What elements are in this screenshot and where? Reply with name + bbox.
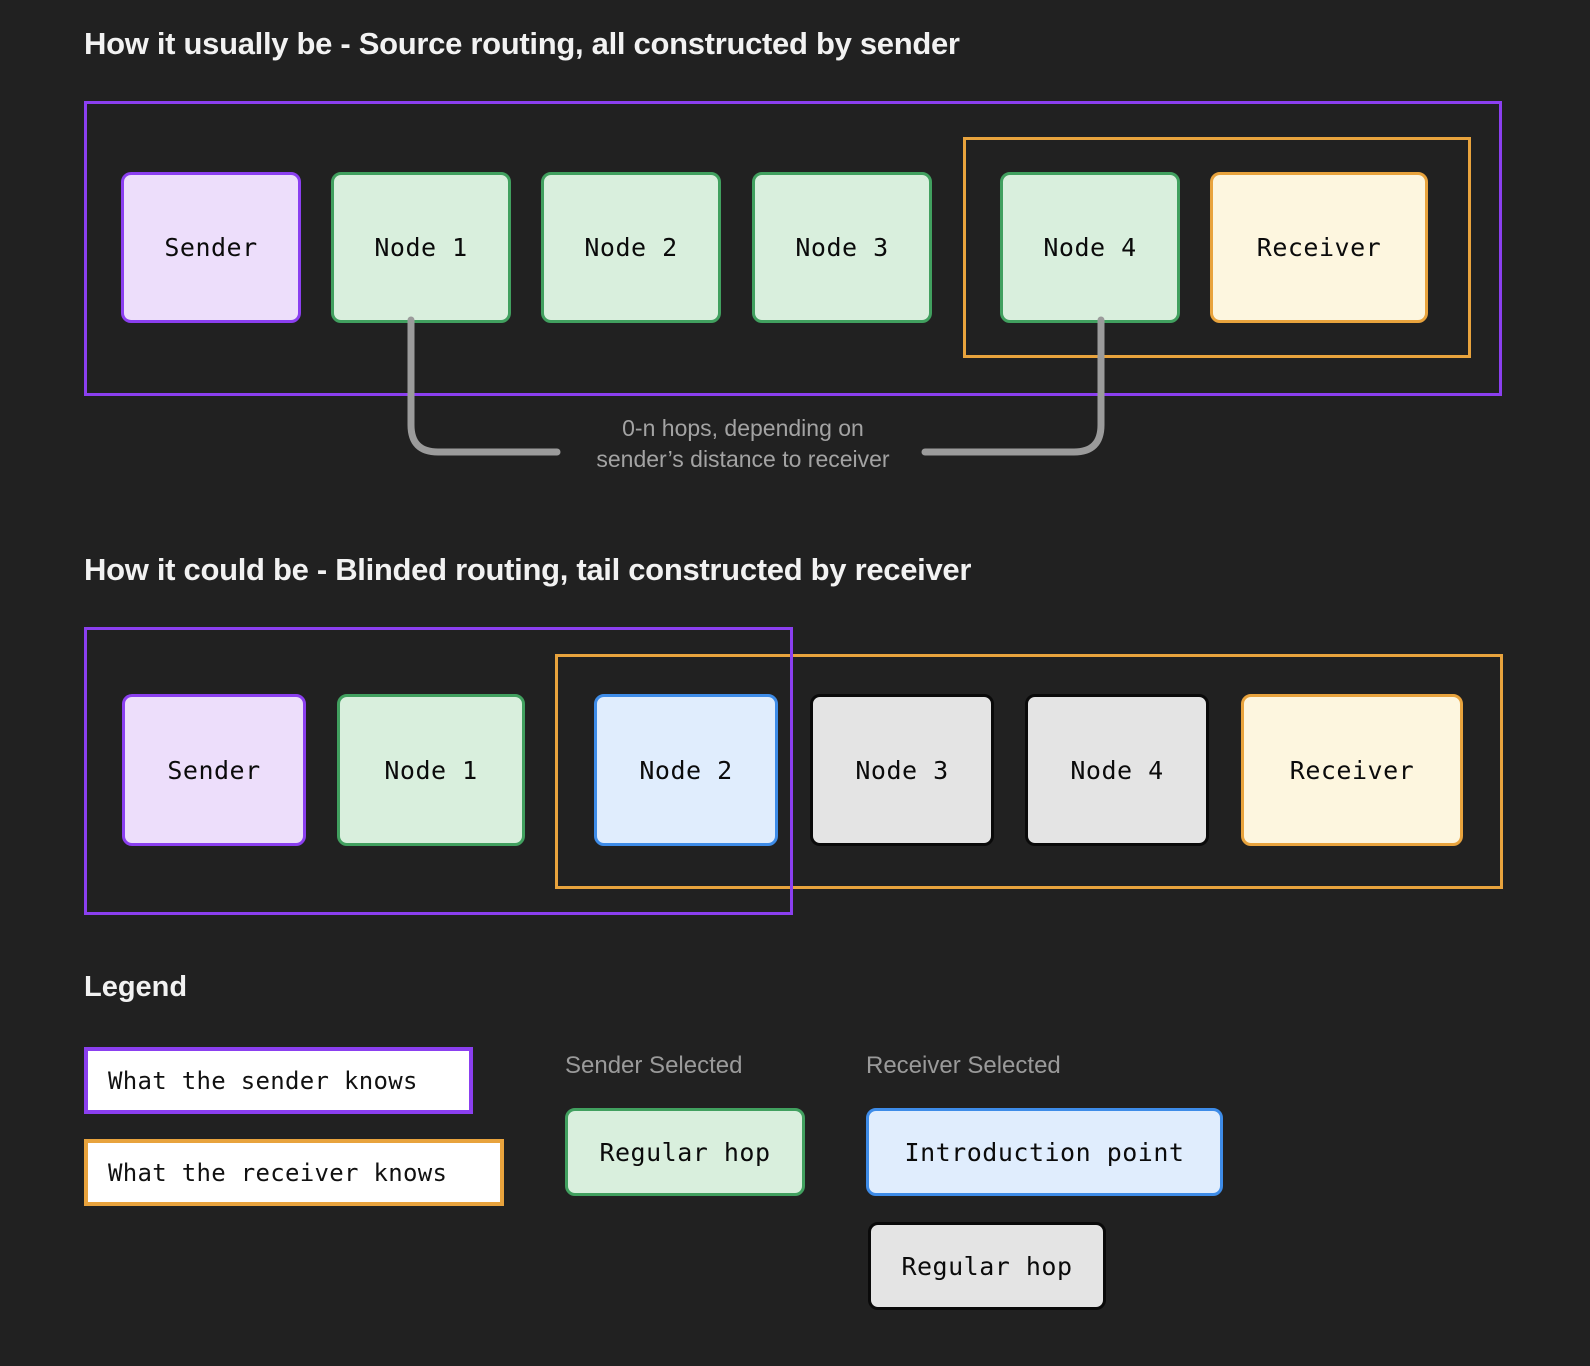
legend-chip-label: Regular hop (599, 1137, 771, 1167)
legend-column-heading-receiver: Receiver Selected (866, 1052, 1061, 1079)
legend-receiver-knows-label: What the receiver knows (108, 1158, 448, 1187)
node-label: Node 2 (639, 755, 733, 785)
section-1-title: How it usually be - Source routing, all … (84, 26, 960, 61)
node-sender-1[interactable]: Sender (121, 172, 301, 323)
node-label: Sender (167, 755, 261, 785)
section-2-title: How it could be - Blinded routing, tail … (84, 552, 972, 587)
node-label: Node 4 (1070, 755, 1164, 785)
legend-column-heading-sender: Sender Selected (565, 1052, 743, 1079)
node-node-4-b[interactable]: Node 4 (1025, 694, 1209, 846)
node-node-4-a[interactable]: Node 4 (1000, 172, 1180, 323)
node-label: Receiver (1289, 755, 1415, 785)
legend-sender-knows-label: What the sender knows (108, 1066, 418, 1095)
node-label: Sender (164, 233, 258, 262)
legend-chip-introduction-point[interactable]: Introduction point (866, 1108, 1223, 1196)
node-label: Node 3 (795, 233, 889, 262)
legend-receiver-knows: What the receiver knows (84, 1139, 504, 1206)
hop-annotation-line-2: sender’s distance to receiver (596, 446, 890, 472)
node-node-2-a[interactable]: Node 2 (541, 172, 721, 323)
legend-title: Legend (84, 971, 188, 1003)
legend-sender-knows: What the sender knows (84, 1047, 473, 1114)
receiver-knowledge-frame-2 (555, 654, 1503, 889)
legend-chip-label: Regular hop (901, 1251, 1073, 1281)
hop-annotation: 0-n hops, depending on sender’s distance… (560, 413, 926, 475)
node-sender-2[interactable]: Sender (122, 694, 306, 846)
node-label: Node 2 (584, 233, 678, 262)
node-node-1-b[interactable]: Node 1 (337, 694, 525, 846)
node-receiver-1[interactable]: Receiver (1210, 172, 1428, 323)
receiver-knowledge-frame-1 (963, 137, 1471, 358)
node-receiver-2[interactable]: Receiver (1241, 694, 1463, 846)
hop-annotation-line-1: 0-n hops, depending on (622, 415, 864, 441)
node-label: Node 1 (384, 755, 478, 785)
node-label: Node 3 (855, 755, 949, 785)
sender-knowledge-frame-1 (84, 101, 1502, 396)
node-label: Node 4 (1043, 233, 1137, 262)
sender-knowledge-frame-2 (84, 627, 793, 915)
legend-chip-label: Introduction point (904, 1137, 1185, 1167)
node-node-1-a[interactable]: Node 1 (331, 172, 511, 323)
node-node-3-b[interactable]: Node 3 (810, 694, 994, 846)
legend-chip-regular-hop-receiver[interactable]: Regular hop (868, 1222, 1106, 1310)
node-label: Node 1 (374, 233, 468, 262)
node-node-2-b[interactable]: Node 2 (594, 694, 778, 846)
node-node-3-a[interactable]: Node 3 (752, 172, 932, 323)
node-label: Receiver (1256, 233, 1382, 262)
legend-chip-regular-hop-sender[interactable]: Regular hop (565, 1108, 805, 1196)
